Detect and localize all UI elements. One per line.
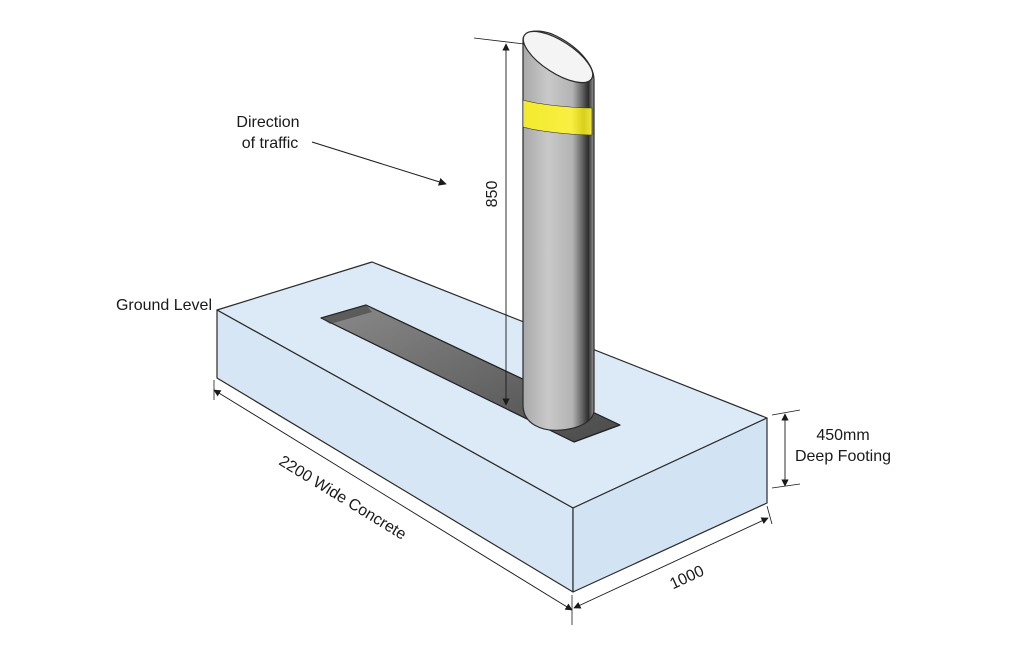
height-dim-extension-top [473,37,525,45]
height-dim-label: 850 [484,181,501,208]
direction-label-line1: Direction [236,114,299,131]
traffic-direction-arrow [311,141,447,186]
footing-depth-label-line1: 450mm [816,427,869,444]
length-dim-line [213,389,573,611]
width-dim-line [573,517,769,609]
height-dimension: 850 [473,37,525,406]
concrete-footing [216,261,768,593]
width-dim-extension-right [766,505,773,525]
direction-label-line2: of traffic [242,135,299,152]
depth-dim-extension-top [771,409,801,416]
depth-dim-extension-bottom [771,483,801,489]
slot-inner-wall [321,305,372,324]
reflective-band [522,99,593,136]
depth-dimension: 450mm Deep Footing [771,409,891,489]
width-dim-label: 1000 [667,563,707,593]
ground-level-label: Ground Level [116,297,212,314]
footing-depth-label-line2: Deep Footing [795,448,891,465]
bollard-post [522,30,595,431]
bollard-top-cap [522,30,594,84]
bollard-body [522,30,595,431]
